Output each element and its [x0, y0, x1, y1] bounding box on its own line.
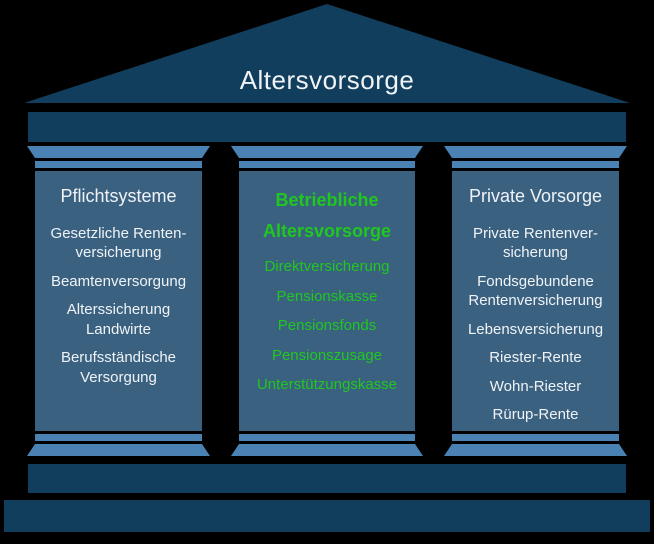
pillar3-item: Rürup-Rente	[492, 406, 579, 423]
pillar1-capital-neck	[35, 161, 202, 168]
pillar3-shaft-private-vorsorge: Private Vorsorge Private Rentenver- sich…	[452, 171, 619, 431]
pillar3-heading: Private Vorsorge	[468, 186, 603, 206]
pillar1-item: Beamtenversorgung	[50, 272, 187, 290]
pillar1-item: Berufsständische Versorgung	[60, 349, 177, 386]
pillar2-capital-neck	[239, 161, 415, 168]
stylobate-beam	[28, 464, 626, 493]
pillar3-item: Fondsgebundene Rentenversicherung	[468, 272, 603, 310]
pillar2-capital	[231, 146, 423, 158]
pillar1-shaft-pflichtsysteme: Pflichtsysteme Gesetzliche Renten- versi…	[35, 171, 202, 431]
pillar3-item: Riester-Rente	[489, 349, 582, 366]
pillar2-item: Direktversicherung	[264, 258, 390, 276]
pillar3-capital	[444, 146, 627, 158]
pillar1-heading: Pflichtsysteme	[60, 186, 177, 206]
foundation-base	[4, 500, 650, 532]
pillar3-base-neck	[452, 434, 619, 441]
pillar1-base-neck	[35, 434, 202, 441]
pillar3-item: Wohn-Riester	[489, 377, 582, 395]
pillar3-item: Lebensversicherung	[467, 320, 604, 338]
pillar1-base-foot	[27, 444, 210, 456]
pillar2-base-neck	[239, 434, 415, 441]
pillar1-item: Gesetzliche Renten- versicherung	[50, 224, 187, 262]
pillar2-base-foot	[231, 444, 423, 456]
pediment-roof: Altersvorsorge	[24, 4, 630, 103]
pillar1-capital	[27, 146, 210, 158]
diagram-title: Altersvorsorge	[239, 65, 415, 95]
pillar2-item: Pensionskasse	[276, 287, 378, 305]
pillar2-shaft-betriebliche-altersvorsorge: Betriebliche Altersvorsorge Direktversic…	[239, 171, 415, 431]
pillar2-item: Unterstützungskasse	[256, 376, 398, 394]
pillar2-item: Pensionszusage	[271, 346, 383, 364]
architrave-beam	[28, 112, 626, 142]
pillar3-base-foot	[444, 444, 627, 456]
pillar2-item: Pensionsfonds	[277, 317, 377, 335]
pillar3-item: Private Rentenver- sicherung	[472, 224, 599, 262]
pillar2-heading: Betriebliche Altersvorsorge	[262, 190, 392, 241]
pillar1-item: Alterssicherung Landwirte	[66, 301, 171, 338]
pillar3-capital-neck	[452, 161, 619, 168]
